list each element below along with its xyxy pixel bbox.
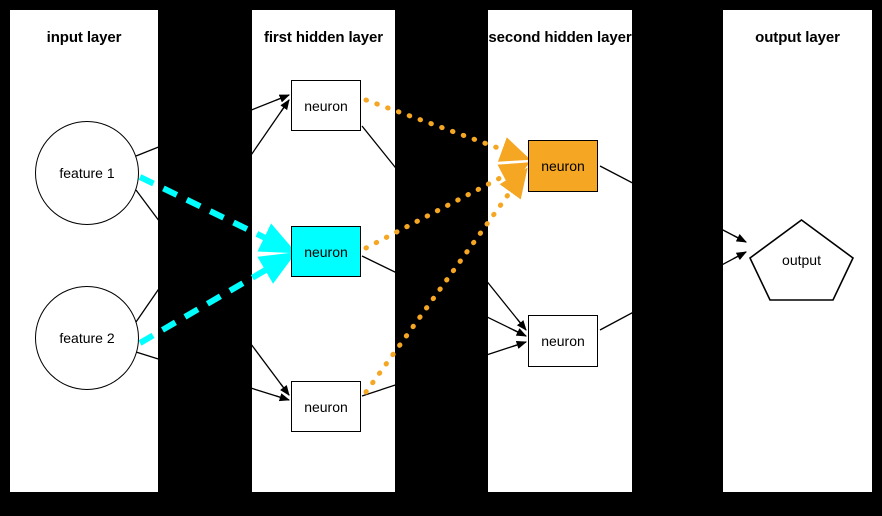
hidden2-neuron-1-highlighted[interactable]: neuron: [528, 140, 598, 192]
layer-title-output: output layer: [755, 29, 840, 46]
layer-title-first-hidden: first hidden layer: [263, 29, 384, 46]
node-label: neuron: [304, 97, 348, 114]
panel-input-layer: input layer: [10, 10, 158, 492]
input-node-feature-2[interactable]: feature 2: [35, 286, 139, 390]
hidden2-neuron-2[interactable]: neuron: [528, 315, 598, 367]
node-label: feature 1: [59, 165, 115, 181]
panel-second-hidden-layer: second hidden layer: [488, 10, 632, 492]
input-node-feature-1[interactable]: feature 1: [35, 121, 139, 225]
node-label: neuron: [304, 243, 348, 260]
hidden1-neuron-3[interactable]: neuron: [291, 381, 361, 432]
node-label: feature 2: [59, 330, 115, 346]
node-label: neuron: [304, 398, 348, 415]
output-node[interactable]: output: [748, 218, 855, 302]
hidden1-neuron-1[interactable]: neuron: [291, 80, 361, 131]
layer-title-second-hidden: second hidden layer: [488, 29, 632, 46]
pentagon-shape: [748, 219, 855, 301]
layer-title-input: input layer: [46, 29, 122, 46]
node-label: neuron: [541, 333, 585, 349]
plain-edges: [135, 94, 747, 401]
hidden1-neuron-2-highlighted[interactable]: neuron: [291, 226, 361, 277]
node-label: neuron: [541, 158, 585, 174]
